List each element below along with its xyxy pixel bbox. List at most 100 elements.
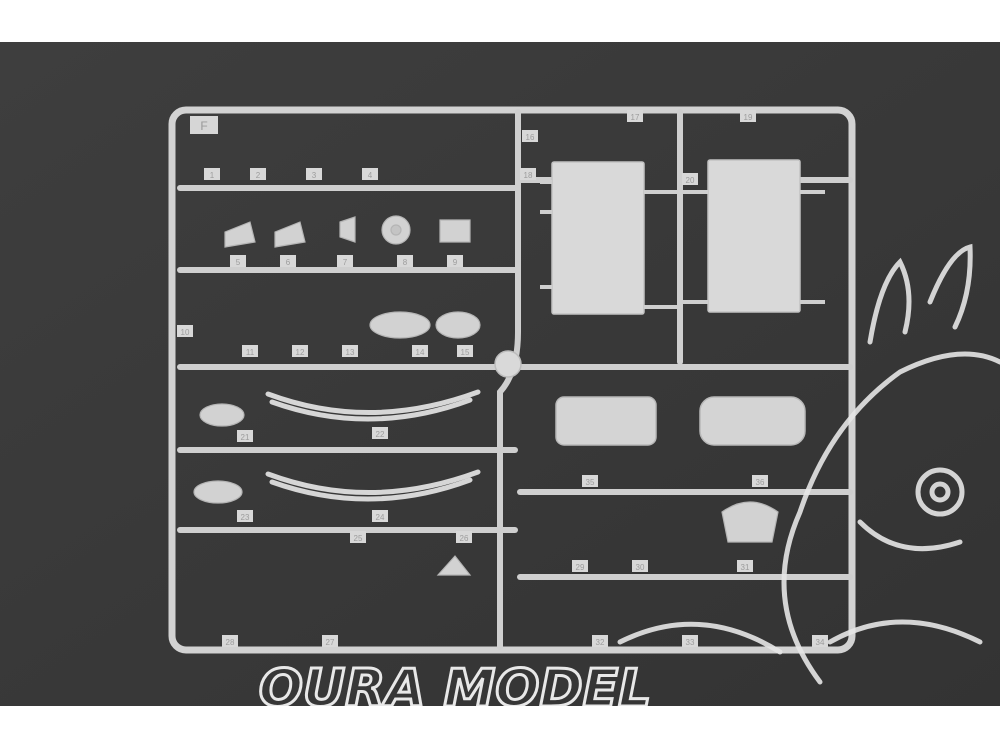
part-number-tag: 10 <box>177 325 193 337</box>
door-panel-right <box>707 159 801 313</box>
yoke-part <box>439 219 471 243</box>
part-number-tag: 15 <box>457 345 473 357</box>
part-number: 21 <box>241 433 250 442</box>
part-number: 18 <box>524 171 533 180</box>
part-number-tag: 5 <box>230 255 246 267</box>
frame-part <box>721 501 779 543</box>
part-number: 2 <box>256 171 261 180</box>
part-number-tag: 13 <box>342 345 358 357</box>
part-number: 30 <box>636 563 645 572</box>
part-number: 26 <box>460 534 469 543</box>
part-number: 12 <box>296 348 305 357</box>
part-number-tag: 6 <box>280 255 296 267</box>
part-number: 29 <box>576 563 585 572</box>
part-number: 7 <box>343 258 348 267</box>
part-number-tag: 34 <box>812 635 828 647</box>
part-number-tag: 11 <box>242 345 258 357</box>
triangle-part <box>436 555 472 576</box>
part-number: 13 <box>346 348 355 357</box>
part-number-tag: 30 <box>632 560 648 572</box>
sprue-letter: F <box>200 119 207 133</box>
watermark-graphic <box>617 243 1000 685</box>
axle-part-left <box>224 221 256 248</box>
part-number-tag: 24 <box>372 510 388 522</box>
gearbox-parts <box>555 396 806 446</box>
part-number: 4 <box>368 171 373 180</box>
part-number-tag: 23 <box>237 510 253 522</box>
part-number-tag: 9 <box>447 255 463 267</box>
part-number-tag: 19 <box>740 110 756 122</box>
part-number: 3 <box>312 171 317 180</box>
part-number-tag: 16 <box>522 130 538 142</box>
part-number: 15 <box>461 348 470 357</box>
part-number: 24 <box>376 513 385 522</box>
small-parts <box>193 215 779 576</box>
part-number-tag: 35 <box>582 475 598 487</box>
part-number: 36 <box>756 478 765 487</box>
bracket-part-left <box>369 311 431 339</box>
part-number-tag: 14 <box>412 345 428 357</box>
part-number-tag: 28 <box>222 635 238 647</box>
part-number-tag: 7 <box>337 255 353 267</box>
part-number-tag: 12 <box>292 345 308 357</box>
part-number: 35 <box>586 478 595 487</box>
part-number: 16 <box>526 133 535 142</box>
leaf-spring-lower <box>265 469 481 495</box>
part-number-tag: 4 <box>362 168 378 180</box>
part-number: 6 <box>286 258 291 267</box>
part-number: 14 <box>416 348 425 357</box>
part-number-tag: 21 <box>237 430 253 442</box>
bracket-part-right <box>435 311 481 339</box>
sprue-letter-tab <box>190 116 218 134</box>
part-number: 34 <box>816 638 825 647</box>
door-panels <box>551 159 801 315</box>
part-number-tag: 29 <box>572 560 588 572</box>
part-number: 20 <box>686 176 695 185</box>
part-number-tag: 2 <box>250 168 266 180</box>
part-number-tag: 22 <box>372 427 388 439</box>
sprue-photo: F <box>0 42 1000 706</box>
fender-part-upper <box>199 403 245 427</box>
sprue-center-badge <box>494 350 522 378</box>
part-number: 17 <box>631 113 640 122</box>
part-number-tag: 33 <box>682 635 698 647</box>
part-number-tag: 20 <box>682 173 698 185</box>
part-number-tag: 32 <box>592 635 608 647</box>
part-number: 22 <box>376 430 385 439</box>
part-number: 23 <box>241 513 250 522</box>
fender-part-lower <box>193 480 243 504</box>
part-number: 9 <box>453 258 458 267</box>
gearbox-right <box>699 396 806 446</box>
part-number: 1 <box>210 171 215 180</box>
part-number: 27 <box>326 638 335 647</box>
part-number: 5 <box>236 258 241 267</box>
part-number-tag: 27 <box>322 635 338 647</box>
part-number: 11 <box>246 348 255 357</box>
part-number: 8 <box>403 258 408 267</box>
part-number-tag: 25 <box>350 531 366 543</box>
part-number-tag: 18 <box>520 168 536 180</box>
part-number: 33 <box>686 638 695 647</box>
axle-part-right <box>274 221 306 248</box>
gearbox-left <box>555 396 657 446</box>
part-number: 19 <box>744 113 753 122</box>
part-number: 25 <box>354 534 363 543</box>
door-panel-left <box>551 161 645 315</box>
part-number-tag: 26 <box>456 531 472 543</box>
part-number-tag: 17 <box>627 110 643 122</box>
part-number: 32 <box>596 638 605 647</box>
part-number-tag: 36 <box>752 475 768 487</box>
part-number-tag: 3 <box>306 168 322 180</box>
part-number-tag: 31 <box>737 560 753 572</box>
leaf-spring-upper <box>265 389 481 415</box>
leaf-springs <box>265 389 481 502</box>
part-number: 10 <box>181 328 190 337</box>
watermark-text: OURA MODEL <box>259 659 652 706</box>
sprue-frame <box>168 106 856 654</box>
part-number: 31 <box>741 563 750 572</box>
part-number-tag: 8 <box>397 255 413 267</box>
sprue-illustration: F <box>0 42 1000 706</box>
part-number: 28 <box>226 638 235 647</box>
clamp-part <box>339 216 356 243</box>
